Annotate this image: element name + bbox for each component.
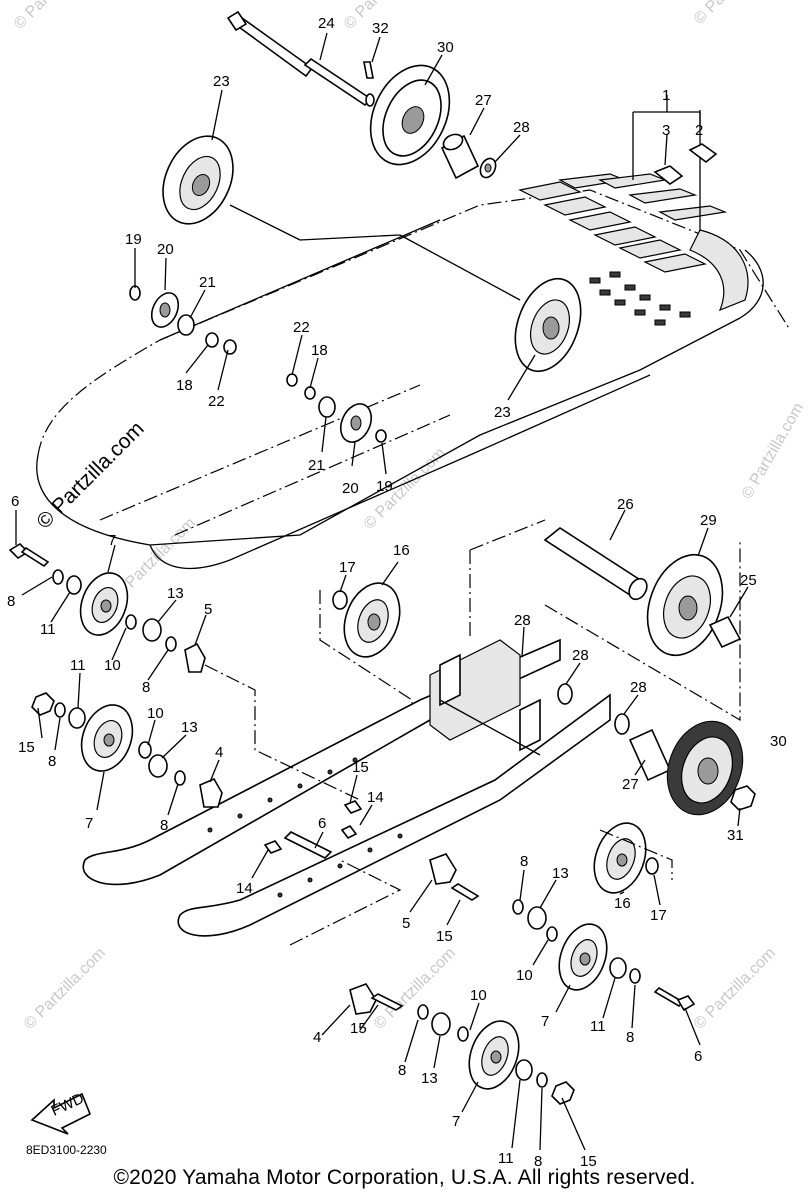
fwd-arrow: FWD <box>30 1090 92 1135</box>
callout-13: 13 <box>552 865 569 882</box>
callout-6: 6 <box>318 815 326 832</box>
callout-16: 16 <box>614 895 631 912</box>
callout-21: 21 <box>199 274 216 291</box>
callout-31: 31 <box>727 827 744 844</box>
callout-1: 1 <box>662 87 670 104</box>
callout-18: 18 <box>311 342 328 359</box>
callout-23: 23 <box>494 404 511 421</box>
callout-7: 6 <box>11 493 19 510</box>
callout-13: 13 <box>167 585 184 602</box>
callout-28: 28 <box>514 612 531 629</box>
callout-29: 29 <box>700 512 717 529</box>
callout-8: 8 <box>160 817 168 834</box>
callout-22: 22 <box>293 319 310 336</box>
callout-12: 11 <box>70 657 86 674</box>
callout-2: 2 <box>695 122 703 139</box>
callout-12: 11 <box>498 1150 514 1167</box>
track-lugs <box>518 173 728 273</box>
callout-28: 28 <box>630 679 647 696</box>
callout-4: 4 <box>313 1029 321 1046</box>
callout-20: 20 <box>157 241 174 258</box>
watermark-faint: © Partzilla.com <box>691 945 779 1033</box>
callout-8: 8 <box>398 1062 406 1079</box>
callout-12: 11 <box>40 621 56 638</box>
callout-20: 20 <box>342 480 359 497</box>
callout-30: 30 <box>770 733 787 750</box>
watermark-faint: © Partzilla.com <box>691 0 779 28</box>
callout-5: 5 <box>402 915 410 932</box>
rear-shaft-assembly <box>319 519 756 816</box>
callout-5: 5 <box>204 601 212 618</box>
leader-lines <box>15 32 749 1151</box>
callout-11: 7 <box>108 532 116 549</box>
callout-3: 3 <box>662 122 670 139</box>
callout-15: 15 <box>350 1020 367 1037</box>
callout-8: 8 <box>520 853 528 870</box>
watermark-faint: © Partzilla.com <box>21 945 109 1033</box>
callout-12: 11 <box>590 1018 606 1035</box>
callout-8: 8 <box>7 593 15 610</box>
callout-9: 15 <box>580 1153 597 1170</box>
callout-9: 15 <box>18 739 35 756</box>
watermark-faint: © Partzilla.com <box>361 445 449 533</box>
callout-4: 4 <box>215 744 223 761</box>
callout-32: 32 <box>372 20 389 37</box>
callout-11: 7 <box>85 815 93 832</box>
callout-10: 10 <box>516 967 533 984</box>
callout-11: 7 <box>541 1013 549 1030</box>
rail-holes <box>207 757 403 898</box>
callout-8: 8 <box>534 1153 542 1170</box>
callout-28: 28 <box>572 647 589 664</box>
slide-rails <box>82 638 611 937</box>
callout-9: 15 <box>352 759 369 776</box>
left-idler-parts <box>129 285 237 355</box>
callout-21: 21 <box>308 457 325 474</box>
callout-19: 19 <box>125 231 142 248</box>
callout-16: 16 <box>393 542 410 559</box>
callout-10: 10 <box>470 987 487 1004</box>
top-shaft-assembly <box>162 10 521 301</box>
callout-14: 14 <box>367 789 384 806</box>
callout-15: 15 <box>436 928 453 945</box>
callout-25: 25 <box>740 572 757 589</box>
mid-wheel-23 <box>514 277 582 373</box>
callout-labels: 1 2 3 24 32 30 27 28 23 19 20 21 18 22 2… <box>7 15 787 1170</box>
callout-30: 30 <box>437 39 454 56</box>
clip-assembly <box>632 111 718 230</box>
callout-17: 17 <box>650 907 667 924</box>
callout-23: 23 <box>213 73 230 90</box>
callout-27: 27 <box>475 92 492 109</box>
callout-10: 10 <box>147 705 164 722</box>
callout-27: 27 <box>622 776 639 793</box>
rear-lower-wheels <box>289 822 696 1105</box>
right-idler-parts <box>286 373 387 443</box>
watermark-main: © Partzilla.com <box>32 417 148 533</box>
callout-28: 28 <box>513 119 530 136</box>
track-belt <box>36 173 791 570</box>
front-left-wheels <box>8 542 361 808</box>
callout-7: 6 <box>694 1048 702 1065</box>
callout-26: 26 <box>617 496 634 513</box>
track-holes <box>589 271 691 326</box>
callout-8: 8 <box>142 679 150 696</box>
callout-24: 24 <box>318 15 335 32</box>
callout-17: 17 <box>339 559 356 576</box>
watermark-faint: © Partzilla.com <box>739 400 808 502</box>
callout-11: 7 <box>452 1113 460 1130</box>
watermark-faint: © Partzilla.com <box>11 0 99 33</box>
callout-10: 10 <box>104 657 121 674</box>
callout-14: 14 <box>236 880 253 897</box>
diagram-code: 8ED3100-2230 <box>26 1143 107 1157</box>
callout-18: 18 <box>176 377 193 394</box>
callout-8: 8 <box>626 1029 634 1046</box>
callout-13: 13 <box>421 1070 438 1087</box>
copyright-notice: ©2020 Yamaha Motor Corporation, U.S.A. A… <box>113 1166 696 1189</box>
callout-22: 22 <box>208 393 225 410</box>
callout-8: 8 <box>48 753 56 770</box>
callout-13: 13 <box>181 719 198 736</box>
callout-19: 19 <box>376 478 393 495</box>
